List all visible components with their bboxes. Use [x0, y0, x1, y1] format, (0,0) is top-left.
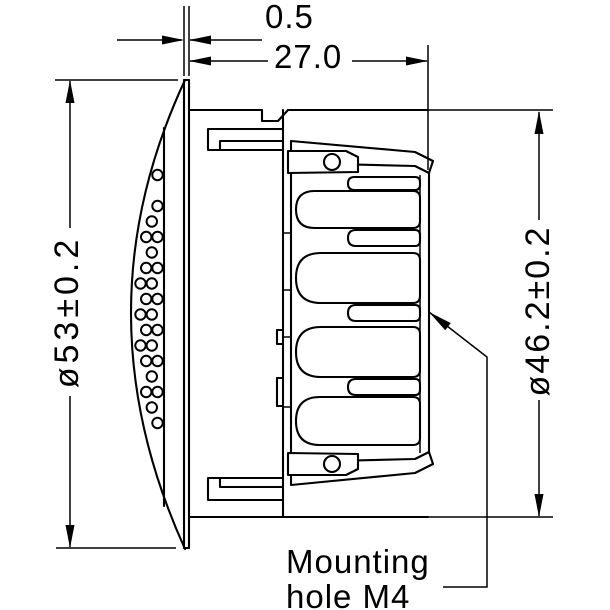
mounting-clip-bottom — [206, 476, 285, 502]
mounting-hole-bottom — [322, 454, 342, 474]
dim-body-diameter-label: ø46.2±0.2 — [519, 226, 557, 397]
faceplate-outline — [129, 78, 191, 551]
dim-depth-label: 27.0 — [274, 38, 342, 75]
front-body-outline — [187, 108, 430, 519]
dim-flange-thickness-label: 0.5 — [265, 0, 314, 35]
mounting-hole-note-line1: Mounting — [286, 543, 430, 580]
dim-body-diameter: ø46.2±0.2 — [428, 109, 557, 518]
heatsink-fins — [294, 171, 431, 454]
dim-front-diameter-label: ø53±0.2 — [48, 236, 86, 389]
mounting-bracket-bottom — [286, 451, 360, 477]
mounting-hole-note-line2: hole M4 — [286, 578, 410, 610]
leader-arrowhead — [429, 312, 451, 331]
dim-depth: 27.0 — [189, 38, 429, 170]
mounting-hole-top — [322, 152, 342, 172]
mounting-bracket-top — [286, 149, 360, 175]
mounting-clip-top — [206, 127, 285, 152]
mounting-hole-note: Mounting hole M4 — [286, 311, 488, 610]
dim-flange-thickness: 0.5 — [117, 0, 314, 76]
grille-perforation-dots — [134, 168, 164, 430]
faceplate-front-arc — [129, 78, 187, 551]
dim-front-diameter: ø53±0.2 — [48, 79, 178, 549]
